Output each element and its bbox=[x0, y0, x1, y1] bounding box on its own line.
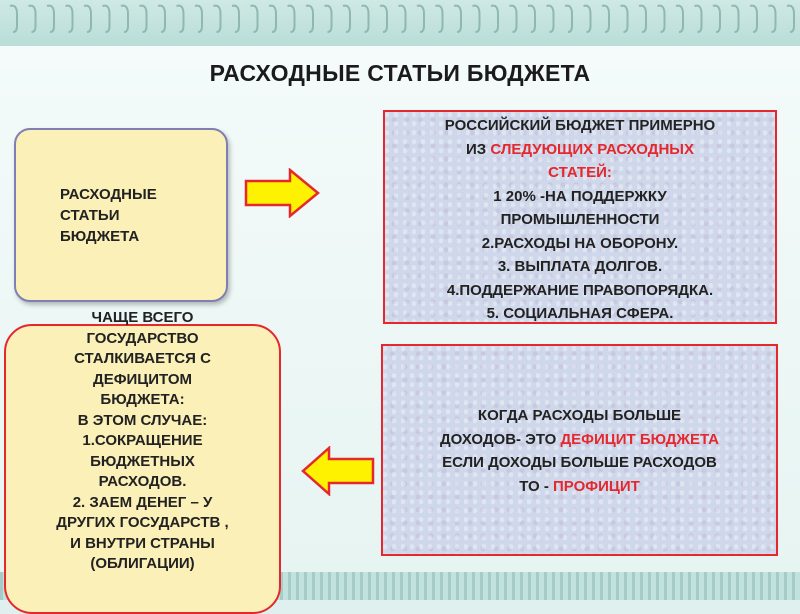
definition-line: ЕСЛИ ДОХОДЫ БОЛЬШЕ РАСХОДОВ bbox=[442, 454, 717, 471]
spiral-ring bbox=[379, 4, 388, 33]
spiral-ring bbox=[601, 4, 610, 33]
spiral-ring bbox=[46, 4, 55, 33]
spiral-ring bbox=[416, 4, 425, 33]
spiral-ring bbox=[657, 4, 666, 33]
arrow-right-icon bbox=[244, 168, 320, 218]
spiral-ring bbox=[231, 4, 240, 33]
spiral-ring bbox=[102, 4, 111, 33]
spiral-ring bbox=[731, 4, 740, 33]
spiral-ring bbox=[694, 4, 703, 33]
list-item: 3. ВЫПЛАТА ДОЛГОВ. bbox=[497, 258, 663, 275]
definition-prefix: ТО - bbox=[519, 477, 554, 495]
budget-box-line: РАСХОДНЫЕ bbox=[60, 186, 157, 203]
spiral-ring bbox=[65, 4, 74, 33]
deficit-line: 2. ЗАЕМ ДЕНЕГ – У bbox=[72, 493, 213, 511]
deficit-text: ЧАЩЕ ВСЕГО ГОСУДАРСТВО СТАЛКИВАЕТСЯ С ДЕ… bbox=[14, 308, 271, 575]
deficit-line: 1.СОКРАЩЕНИЕ bbox=[82, 432, 203, 449]
definition-line: ДОХОДОВ- ЭТО ДЕФИЦИТ БЮДЖЕТА bbox=[383, 428, 776, 452]
spiral-ring bbox=[361, 4, 370, 33]
spiral-ring bbox=[620, 4, 629, 33]
spiral-ring bbox=[546, 4, 555, 33]
spiral-ring bbox=[749, 4, 758, 33]
spiral-ring bbox=[157, 4, 166, 33]
spiral-ring bbox=[342, 4, 351, 33]
spiral-ring bbox=[490, 4, 499, 33]
deficit-line: БЮДЖЕТА: bbox=[100, 391, 185, 408]
list-intro-line: ИЗ СЛЕДУЮЩИХ РАСХОДНЫХ bbox=[385, 138, 775, 162]
list-intro-prefix: ИЗ bbox=[466, 140, 491, 158]
spiral-ring bbox=[176, 4, 185, 33]
spiral-ring bbox=[435, 4, 444, 33]
spiral-ring bbox=[305, 4, 314, 33]
spiral-ring bbox=[213, 4, 222, 33]
spiral-ring bbox=[564, 4, 573, 33]
spiral-ring bbox=[324, 4, 333, 33]
spiral-ring bbox=[268, 4, 277, 33]
list-intro-highlight: СТАТЕЙ: bbox=[548, 164, 612, 181]
spiral-ring bbox=[638, 4, 647, 33]
deficit-line: ЧАЩЕ ВСЕГО bbox=[91, 309, 194, 326]
definition-line: ТО - ПРОФИЦИТ bbox=[383, 475, 776, 499]
deficit-line: В ЭТОМ СЛУЧАЕ: bbox=[77, 411, 208, 429]
deficit-line: ДРУГИХ ГОСУДАРСТВ , bbox=[56, 514, 229, 531]
deficit-line: РАСХОДОВ. bbox=[98, 473, 187, 490]
definition-line: КОГДА РАСХОДЫ БОЛЬШЕ bbox=[477, 407, 682, 424]
spiral-ring bbox=[675, 4, 684, 33]
budget-items-box: РАСХОДНЫЕ СТАТЬИ БЮДЖЕТА bbox=[14, 128, 228, 302]
notebook-top-band bbox=[0, 0, 800, 48]
spiral-rings bbox=[9, 4, 795, 33]
spiral-ring bbox=[194, 4, 203, 33]
list-intro-line: РОССИЙСКИЙ БЮДЖЕТ ПРИМЕРНО bbox=[444, 117, 716, 134]
list-item: 1 20% -НА ПОДДЕРЖКУ bbox=[493, 187, 667, 205]
slide-title: РАСХОДНЫЕ СТАТЬИ БЮДЖЕТА bbox=[209, 60, 591, 86]
budget-box-line: БЮДЖЕТА bbox=[60, 228, 140, 245]
deficit-line: ДЕФИЦИТОМ bbox=[93, 370, 192, 388]
deficit-measures-box: ЧАЩЕ ВСЕГО ГОСУДАРСТВО СТАЛКИВАЕТСЯ С ДЕ… bbox=[4, 309, 281, 614]
deficit-definition-box: КОГДА РАСХОДЫ БОЛЬШЕ ДОХОДОВ- ЭТО ДЕФИЦИ… bbox=[381, 344, 778, 556]
list-item: 2.РАСХОДЫ НА ОБОРОНУ. bbox=[481, 234, 679, 252]
list-item: ПРОМЫШЛЕННОСТИ bbox=[500, 211, 660, 228]
deficit-line: И ВНУТРИ СТРАНЫ bbox=[70, 534, 215, 552]
spiral-ring bbox=[527, 4, 536, 33]
spiral-ring bbox=[83, 4, 92, 33]
spiral-ring bbox=[768, 4, 777, 33]
deficit-line: ГОСУДАРСТВО bbox=[86, 329, 199, 347]
deficit-line: СТАЛКИВАЕТСЯ С bbox=[74, 350, 211, 367]
surplus-term: ПРОФИЦИТ bbox=[553, 477, 640, 495]
deficit-line: (ОБЛИГАЦИИ) bbox=[90, 555, 195, 572]
spiral-ring bbox=[509, 4, 518, 33]
deficit-line: БЮДЖЕТНЫХ bbox=[90, 452, 195, 470]
spiral-ring bbox=[28, 4, 37, 33]
spiral-ring bbox=[120, 4, 129, 33]
budget-box-line: СТАТЬИ bbox=[60, 207, 120, 224]
deficit-term: ДЕФИЦИТ БЮДЖЕТА bbox=[560, 430, 720, 448]
spiral-ring bbox=[472, 4, 481, 33]
arrow-left-icon bbox=[301, 446, 375, 496]
spiral-ring bbox=[786, 4, 795, 33]
spiral-ring bbox=[453, 4, 462, 33]
spiral-ring bbox=[398, 4, 407, 33]
list-item: 5. СОЦИАЛЬНАЯ СФЕРА. bbox=[486, 305, 674, 322]
expense-list-box: РОССИЙСКИЙ БЮДЖЕТ ПРИМЕРНО ИЗ СЛЕДУЮЩИХ … bbox=[383, 110, 777, 324]
spiral-ring bbox=[583, 4, 592, 33]
list-item: 4.ПОДДЕРЖАНИЕ ПРАВОПОРЯДКА. bbox=[446, 281, 714, 299]
definition-prefix: ДОХОДОВ- ЭТО bbox=[439, 430, 561, 448]
spiral-ring bbox=[139, 4, 148, 33]
spiral-ring bbox=[9, 4, 18, 33]
spiral-ring bbox=[250, 4, 259, 33]
list-intro-highlight: СЛЕДУЮЩИХ РАСХОДНЫХ bbox=[490, 140, 694, 158]
spiral-ring bbox=[712, 4, 721, 33]
spiral-ring bbox=[287, 4, 296, 33]
